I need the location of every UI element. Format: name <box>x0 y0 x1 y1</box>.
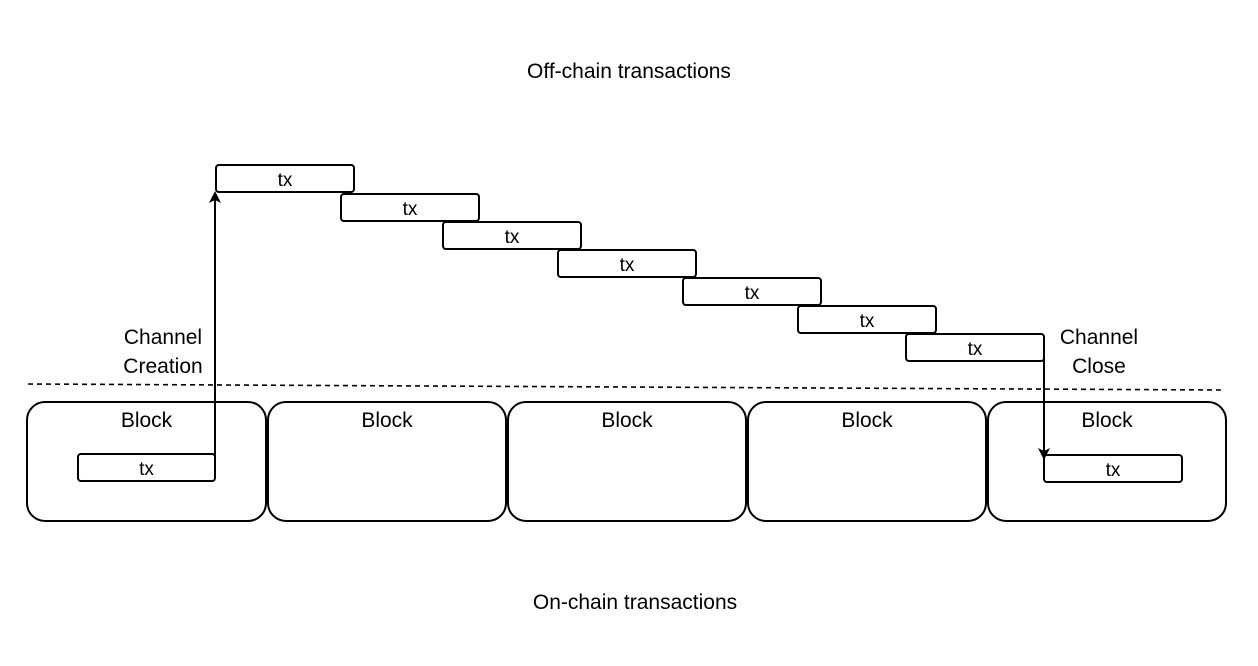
channel-close-line2: Close <box>1072 355 1126 378</box>
block-5: Block tx <box>987 401 1227 522</box>
channel-creation-line2: Creation <box>123 355 202 378</box>
offchain-tx-label: tx <box>968 339 983 360</box>
offchain-tx-group: tx tx tx tx tx tx tx <box>215 164 1045 362</box>
onchain-tx-label: tx <box>139 459 154 480</box>
channel-creation-line1: Channel <box>124 326 202 349</box>
onchain-tx-label: tx <box>1106 460 1121 481</box>
offchain-tx-6: tx <box>797 305 937 334</box>
block-1: Block tx <box>26 401 267 522</box>
offchain-tx-3: tx <box>442 221 582 250</box>
offchain-tx-label: tx <box>403 199 418 220</box>
offchain-tx-label: tx <box>278 170 293 191</box>
offchain-tx-label: tx <box>745 283 760 304</box>
block-label: Block <box>121 409 173 432</box>
block-row: Block tx Block Block Block Block tx <box>26 401 1227 522</box>
offchain-tx-1: tx <box>215 164 355 193</box>
offchain-tx-2: tx <box>340 193 480 222</box>
block-2: Block <box>267 401 507 522</box>
offchain-tx-4: tx <box>557 249 697 278</box>
block-label: Block <box>1081 409 1133 432</box>
block-label: Block <box>841 409 893 432</box>
channel-close-line1: Channel <box>1060 326 1138 349</box>
onchain-tx-open: tx <box>77 453 216 482</box>
block-label: Block <box>601 409 653 432</box>
offchain-tx-5: tx <box>682 277 822 306</box>
onchain-tx-close: tx <box>1043 454 1183 483</box>
block-label: Block <box>361 409 413 432</box>
block-4: Block <box>747 401 987 522</box>
offchain-tx-7: tx <box>905 333 1045 362</box>
chain-separator-dashed-line <box>27 383 1223 391</box>
on-chain-title: On-chain transactions <box>533 591 737 614</box>
offchain-tx-label: tx <box>860 311 875 332</box>
offchain-tx-label: tx <box>505 227 520 248</box>
block-3: Block <box>507 401 747 522</box>
offchain-tx-label: tx <box>620 255 635 276</box>
off-chain-title: Off-chain transactions <box>527 60 731 83</box>
